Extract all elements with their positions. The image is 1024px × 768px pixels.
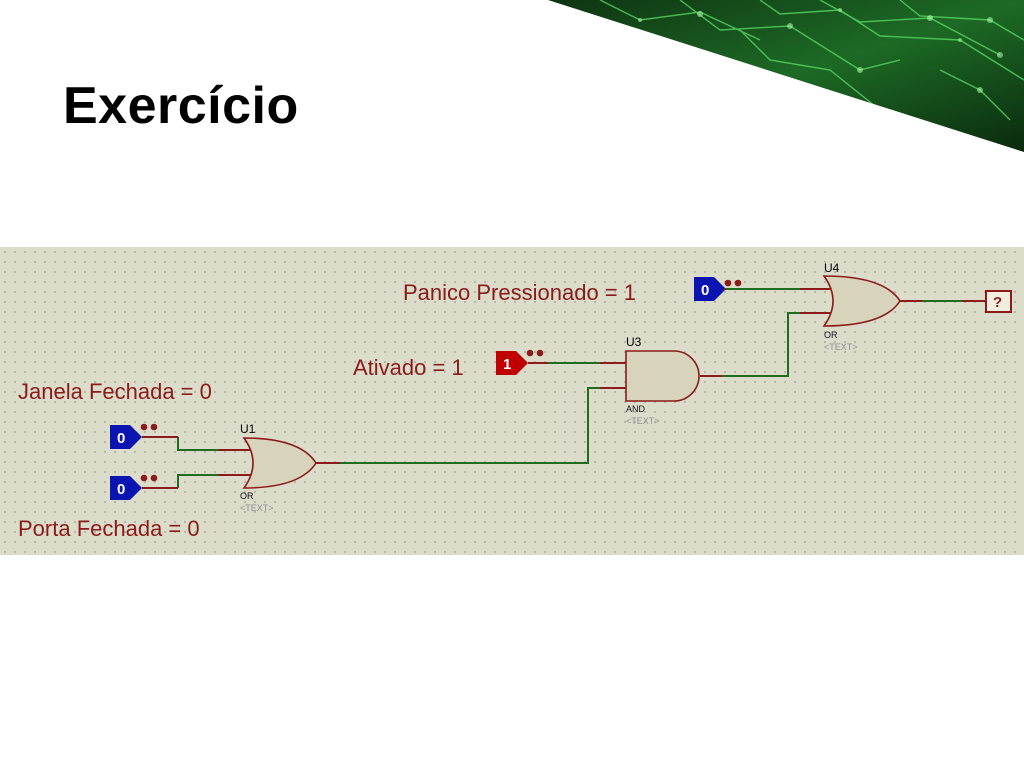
label-ativado: Ativado = 1 <box>353 355 464 380</box>
input-ativado-logicstate[interactable]: 1 <box>496 349 544 375</box>
wire-janela-u1 <box>177 437 218 451</box>
gate-u1-text: <TEXT> <box>240 503 274 513</box>
wire-u3-u4 <box>722 312 800 377</box>
gate-u4-or[interactable]: U4 OR <TEXT> <box>822 261 901 352</box>
input-panico-value: 0 <box>701 282 709 299</box>
gate-u4-ref: U4 <box>824 261 840 275</box>
gate-u1-or[interactable]: U1 OR <TEXT> <box>240 422 317 513</box>
slide-title: Exercício <box>63 77 299 135</box>
gate-pins <box>218 288 986 476</box>
input-porta-logicstate[interactable]: 0 <box>110 474 158 500</box>
label-janela: Janela Fechada = 0 <box>18 379 212 404</box>
wire-porta-u1 <box>177 474 218 488</box>
gate-u3-text: <TEXT> <box>626 416 660 426</box>
input-janela-value: 0 <box>117 430 125 447</box>
gate-u1-type: OR <box>240 491 254 501</box>
input-ativado-value: 1 <box>503 356 511 373</box>
output-probe[interactable]: ? <box>985 290 1012 313</box>
input-janela-logicstate[interactable]: 0 <box>110 423 158 449</box>
gate-u3-type: AND <box>626 404 646 414</box>
gate-u4-text: <TEXT> <box>824 342 858 352</box>
output-probe-value: ? <box>993 294 1002 311</box>
gate-u3-and[interactable]: U3 AND <TEXT> <box>625 335 700 426</box>
wires <box>177 288 962 488</box>
input-porta-value: 0 <box>117 481 125 498</box>
gate-u1-ref: U1 <box>240 422 256 436</box>
gate-u3-ref: U3 <box>626 335 642 349</box>
wire-u1-u3 <box>340 387 600 464</box>
label-porta: Porta Fechada = 0 <box>18 516 200 541</box>
header-banner <box>548 0 1024 152</box>
logic-circuit-schematic: U1 OR <TEXT> U3 AND <TEXT> U4 OR <TEXT> … <box>0 247 1024 555</box>
input-panico-logicstate[interactable]: 0 <box>694 277 742 301</box>
label-panico: Panico Pressionado = 1 <box>403 280 636 305</box>
gate-u4-type: OR <box>824 330 838 340</box>
